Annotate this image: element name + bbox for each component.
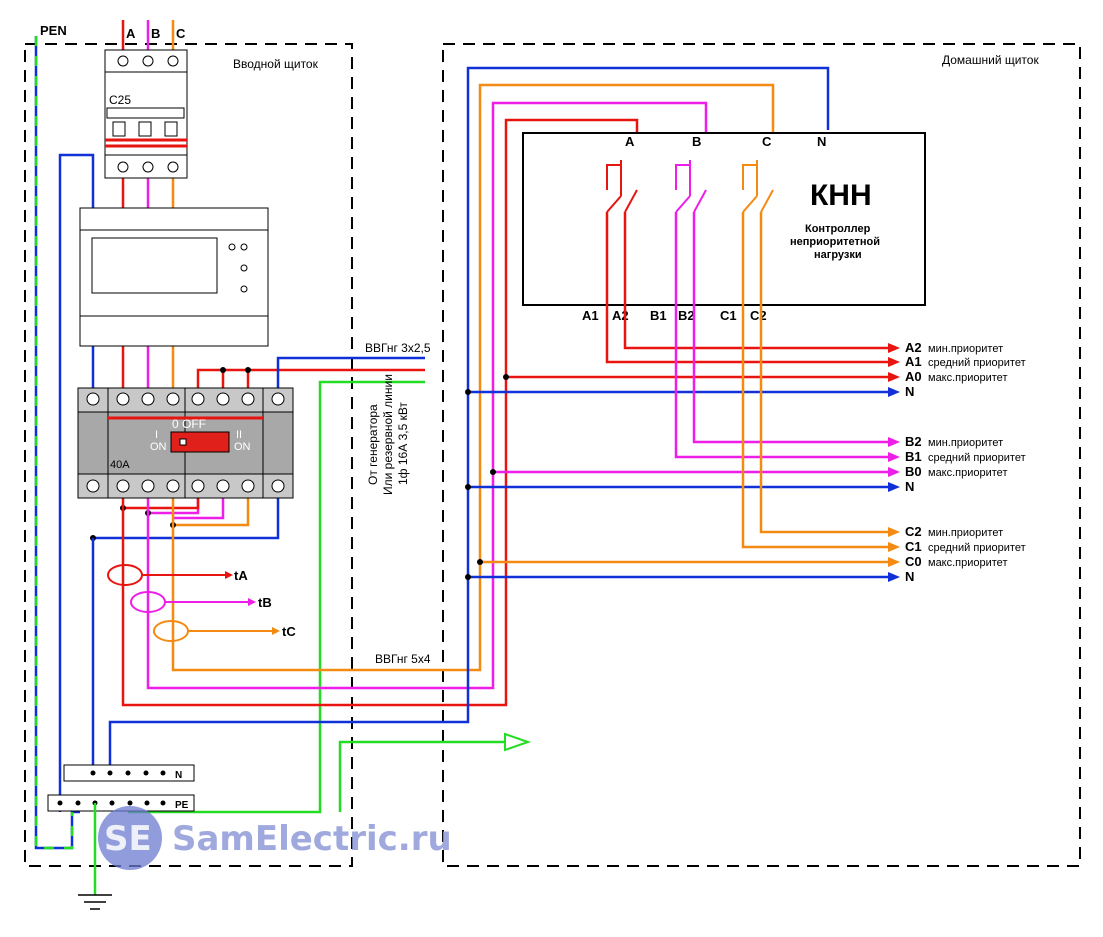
circuit-breaker: C25 xyxy=(104,49,188,179)
watermark-logo-icon xyxy=(98,806,162,870)
main-cable-type: ВВГнг 5х4 xyxy=(375,652,431,666)
out-code: N xyxy=(905,479,914,494)
ct-a xyxy=(107,564,143,586)
phase-b-label: B xyxy=(151,26,160,41)
out-code: C2 xyxy=(905,524,922,539)
out-desc: средний приоритет xyxy=(928,452,1026,464)
output-labels: A2 мин.приоритет A1 средний приоритет A0… xyxy=(905,340,1026,584)
out-code: B2 xyxy=(905,434,922,449)
switch-on1-label: ON xyxy=(150,441,167,453)
out-desc: средний приоритет xyxy=(928,357,1026,369)
controller-input-b: B xyxy=(692,134,701,149)
out-desc: макс.приоритет xyxy=(928,467,1007,479)
out-code: N xyxy=(905,569,914,584)
out-desc: мин.приоритет xyxy=(928,437,1003,449)
changeover-switch: 0 OFF I ON II ON 40A xyxy=(77,387,294,499)
out-code: N xyxy=(905,384,914,399)
main-earth xyxy=(338,740,520,812)
switch-rating: 40A xyxy=(110,459,130,471)
phase-c-label: C xyxy=(176,26,186,41)
ct-c-label: tC xyxy=(282,624,296,639)
out-desc: мин.приоритет xyxy=(928,343,1003,355)
svg-text:неприоритетной: неприоритетной xyxy=(790,236,880,248)
svg-text:SE: SE xyxy=(104,819,152,859)
controller-input-a: A xyxy=(625,134,635,149)
gen-cable-type: ВВГнг 3х2,5 xyxy=(365,341,431,355)
svg-text:1ф 16А 3,5 кВт: 1ф 16А 3,5 кВт xyxy=(396,402,410,485)
out-code: B0 xyxy=(905,464,922,479)
main-phase-a xyxy=(121,118,639,707)
controller-out-b2: B2 xyxy=(678,308,695,323)
svg-text:Контроллер: Контроллер xyxy=(805,223,871,235)
out-desc: мин.приоритет xyxy=(928,527,1003,539)
out-code: B1 xyxy=(905,449,922,464)
ct-c xyxy=(153,620,189,642)
controller-input-c: C xyxy=(762,134,772,149)
watermark: SE SamElectric.ru xyxy=(98,806,452,870)
phase-a-label: A xyxy=(126,26,136,41)
earth-arrow xyxy=(504,732,532,752)
out-desc: средний приоритет xyxy=(928,542,1026,554)
gen-earth-wire xyxy=(128,380,425,814)
input-panel-border xyxy=(24,43,353,867)
out-code: C0 xyxy=(905,554,922,569)
switch-on2-num: II xyxy=(236,429,242,441)
input-panel-title: Вводной щиток xyxy=(233,57,319,71)
ground-icon xyxy=(78,803,112,910)
out-desc: макс.приоритет xyxy=(928,372,1007,384)
controller-out-c1: C1 xyxy=(720,308,737,323)
breaker-rating: C25 xyxy=(109,93,131,107)
switch-on2-label: ON xyxy=(234,441,251,453)
ct-a-label: tA xyxy=(234,568,248,583)
pen-wire xyxy=(34,36,80,850)
ct-b-label: tB xyxy=(258,595,272,610)
controller-abbr: КНН xyxy=(810,179,872,212)
gen-phase-wire xyxy=(196,368,425,388)
controller-out-c2: C2 xyxy=(750,308,767,323)
pen-label: PEN xyxy=(40,23,67,38)
out-code: A1 xyxy=(905,354,922,369)
watermark-text: SamElectric.ru xyxy=(172,819,452,859)
out-code: C1 xyxy=(905,539,922,554)
out-code: A0 xyxy=(905,369,922,384)
switch-off-label: 0 OFF xyxy=(172,417,206,431)
load-controller: A B C N КНН Контроллер неприоритетной на… xyxy=(522,132,926,323)
main-phase-b xyxy=(146,101,708,690)
neutral-bus: N xyxy=(63,764,195,782)
n-bus-label: N xyxy=(175,770,182,781)
gen-neutral-wire xyxy=(276,356,425,388)
svg-text:нагрузки: нагрузки xyxy=(814,249,862,261)
home-panel-border xyxy=(442,43,1081,867)
switch-on1-num: I xyxy=(155,429,158,441)
controller-out-b1: B1 xyxy=(650,308,667,323)
controller-input-n: N xyxy=(817,134,826,149)
svg-text:От генератора: От генератора xyxy=(366,404,380,485)
svg-text:Или резервной линии: Или резервной линии xyxy=(381,374,395,495)
out-code: A2 xyxy=(905,340,922,355)
home-panel-title: Домашний щиток xyxy=(942,53,1039,67)
out-desc: макс.приоритет xyxy=(928,557,1007,569)
energy-meter xyxy=(79,207,269,347)
controller-out-a1: A1 xyxy=(582,308,599,323)
generator-note: От генератора Или резервной линии 1ф 16А… xyxy=(366,374,410,495)
switch-handle xyxy=(170,431,230,453)
pe-bus-label: PE xyxy=(175,800,189,811)
pen-wire-stripe xyxy=(34,36,74,850)
